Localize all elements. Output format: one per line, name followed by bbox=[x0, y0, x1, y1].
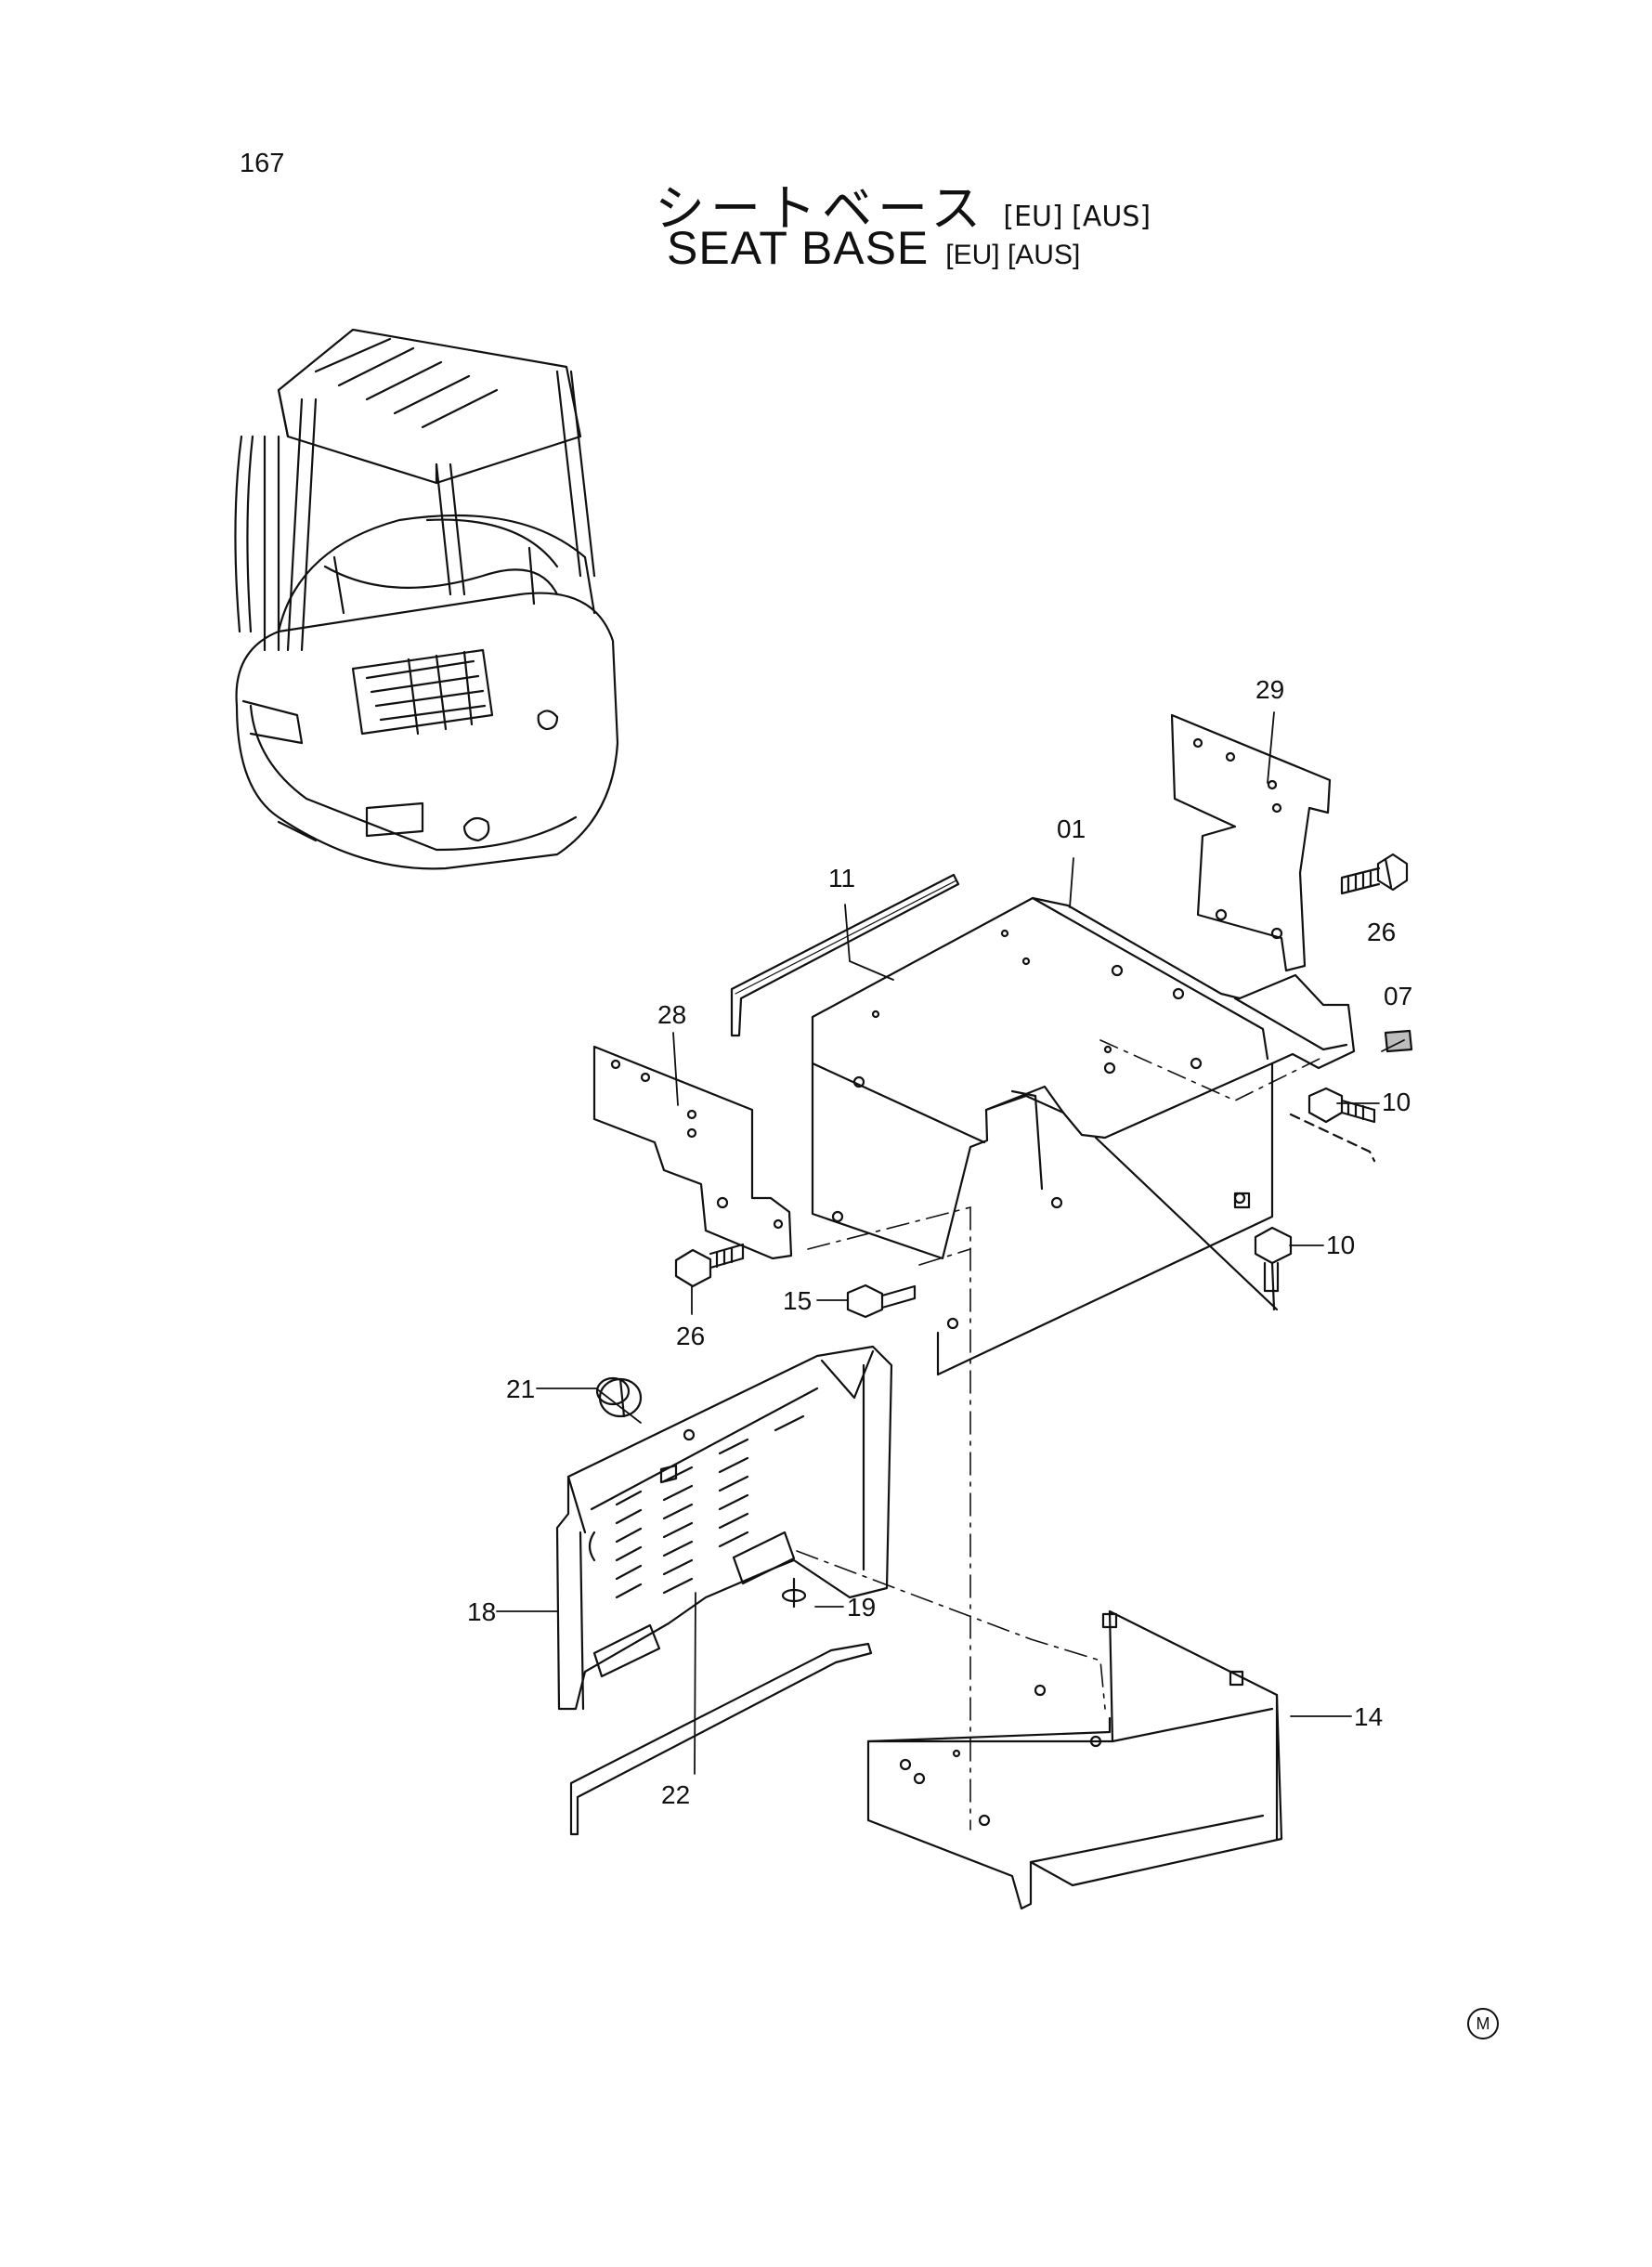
callout-19: 19 bbox=[847, 1593, 876, 1622]
callout-21: 21 bbox=[506, 1375, 535, 1403]
part-14-tray bbox=[866, 1609, 1283, 1910]
region-tag-en: [EU] [AUS] bbox=[945, 240, 1081, 270]
part-callout-labels: 29 01 11 26 07 28 10 10 26 15 21 18 19 2… bbox=[467, 675, 1412, 1809]
part-10-bolt-upper bbox=[1289, 1087, 1376, 1163]
callout-07: 07 bbox=[1384, 982, 1412, 1010]
callout-22: 22 bbox=[661, 1780, 690, 1809]
part-26-bolt-upper bbox=[1340, 853, 1409, 895]
callout-14: 14 bbox=[1354, 1702, 1383, 1731]
part-28-left-bracket bbox=[592, 1045, 793, 1260]
callout-18: 18 bbox=[467, 1597, 496, 1626]
page-title-japanese: シートベース [EU] [AUS] bbox=[655, 167, 1151, 241]
part-01-seat-base-box bbox=[811, 896, 1356, 1376]
region-tag-jp: [EU] [AUS] bbox=[1003, 201, 1151, 233]
callout-01: 01 bbox=[1057, 814, 1086, 843]
title-jp-text: シートベース bbox=[655, 179, 987, 238]
page-number: 167 bbox=[240, 149, 285, 178]
part-11-seal-strip bbox=[730, 873, 960, 1037]
cover-vent-slots bbox=[615, 1414, 805, 1599]
callout-10-lower: 10 bbox=[1326, 1231, 1355, 1259]
callout-15: 15 bbox=[783, 1286, 812, 1315]
callout-11: 11 bbox=[828, 864, 855, 892]
part-21-knob bbox=[595, 1376, 643, 1418]
part-26-bolt-lower bbox=[674, 1243, 745, 1288]
callout-29: 29 bbox=[1255, 675, 1284, 704]
callout-28: 28 bbox=[657, 1000, 686, 1029]
part-15-screw bbox=[846, 1283, 917, 1319]
callout-26-lower: 26 bbox=[676, 1322, 705, 1350]
title-en-text: SEAT BASE bbox=[667, 222, 930, 274]
part-22-seal-strip bbox=[569, 1642, 873, 1836]
part-10-bolt-lower bbox=[1094, 1136, 1293, 1311]
callout-10-upper: 10 bbox=[1382, 1088, 1411, 1116]
part-18-cover-panel bbox=[555, 1345, 893, 1711]
part-29-right-bracket bbox=[1170, 713, 1332, 972]
leader-lines bbox=[496, 711, 1405, 1775]
circled-m-mark: M bbox=[1467, 2008, 1499, 2039]
machine-overview-illustration bbox=[234, 328, 619, 870]
page-title-english: SEAT BASE [EU] [AUS] bbox=[667, 221, 1080, 275]
assembly-guide-lines bbox=[796, 1039, 1324, 1831]
callout-26-upper: 26 bbox=[1367, 918, 1396, 946]
part-19-screw bbox=[781, 1577, 807, 1609]
